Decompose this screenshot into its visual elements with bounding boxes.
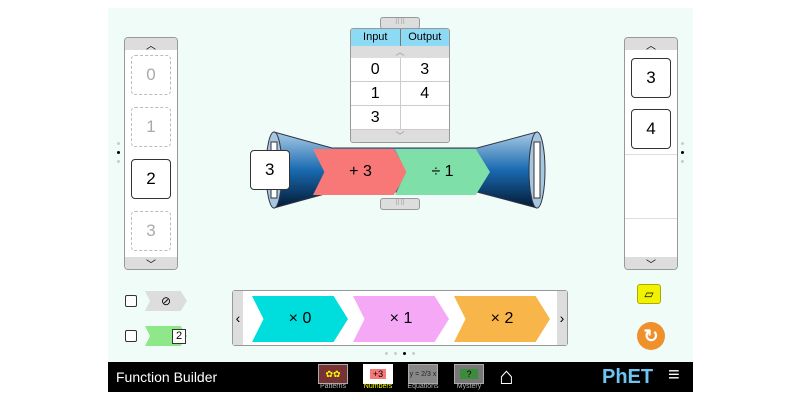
menu-icon[interactable]: ≡ [668, 364, 680, 386]
eraser-button[interactable]: ▱ [637, 284, 661, 304]
mystery-icon: ? [454, 364, 484, 384]
input-card-ghost: 1 [131, 107, 171, 147]
output-carousel-up-button[interactable]: ︿ [625, 38, 677, 52]
builder-function-plus[interactable]: + 3 [313, 149, 408, 195]
output-carousel-down-button[interactable]: ﹀ [625, 257, 677, 269]
phet-logo[interactable]: PhET [602, 366, 654, 388]
output-carousel: ︿ 3 4 ﹀ [624, 37, 678, 270]
function-times-2[interactable]: × 2 [454, 296, 550, 342]
app-title: Function Builder [116, 369, 218, 385]
table-header-output: Output [408, 31, 442, 43]
carousel-left-button[interactable]: ‹ [233, 291, 243, 345]
page-dot[interactable] [394, 352, 397, 355]
function-count: 2 [172, 329, 186, 344]
butterfly-icon: ✿✿ [318, 364, 348, 384]
input-carousel-down-button[interactable]: ﹀ [125, 257, 177, 269]
reset-all-button[interactable]: ↻ [637, 322, 665, 350]
builder-input-card[interactable]: 3 [250, 150, 290, 190]
input-card-ghost: 3 [131, 211, 171, 251]
eye-closed-icon: ⊘ [145, 291, 187, 311]
show-count-checkbox[interactable] [125, 330, 137, 342]
carousel-right-button[interactable]: › [557, 291, 567, 345]
table-header-input: Input [351, 29, 401, 46]
page-dot-active[interactable] [403, 352, 406, 355]
input-carousel: ︿ 0 1 2 3 ﹀ [124, 37, 178, 270]
numbers-icon: +3 [363, 364, 393, 384]
page-dot[interactable] [412, 352, 415, 355]
page-dot[interactable] [385, 352, 388, 355]
table-scroll-up-button[interactable]: ︿ [351, 46, 449, 58]
input-carousel-up-button[interactable]: ︿ [125, 38, 177, 52]
navigation-bar: Function Builder ✿✿ Patterns +3 Numbers … [108, 362, 693, 392]
equations-icon: y = 2/3 x [408, 364, 438, 384]
table-bottom-handle[interactable]: ⠿⠿ [380, 198, 420, 210]
input-card[interactable]: 2 [131, 159, 171, 199]
hide-functions-checkbox[interactable] [125, 295, 137, 307]
function-times-1[interactable]: × 1 [353, 296, 449, 342]
output-card[interactable]: 3 [631, 58, 671, 98]
output-card[interactable]: 4 [631, 109, 671, 149]
input-card-ghost: 0 [131, 55, 171, 95]
table-row: 3 [351, 106, 449, 130]
builder-function-divide[interactable]: ÷ 1 [395, 149, 490, 195]
function-times-0[interactable]: × 0 [252, 296, 348, 342]
home-icon[interactable]: ⌂ [499, 363, 514, 390]
table-scroll-down-button[interactable]: ﹀ [351, 130, 449, 142]
